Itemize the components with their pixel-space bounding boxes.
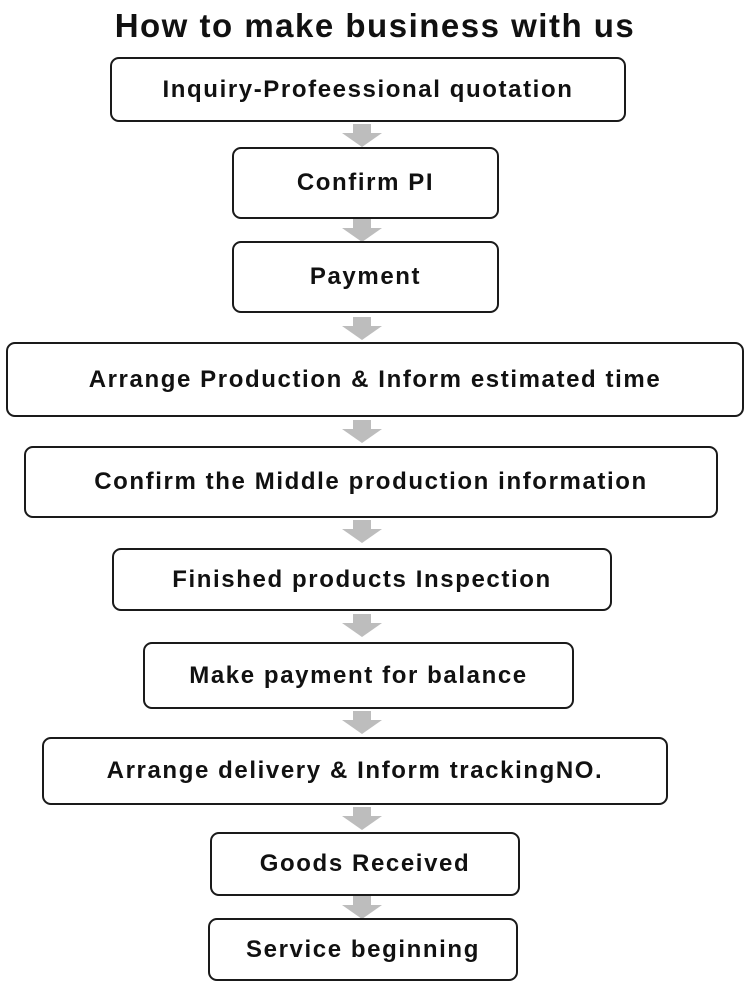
step-balance-payment: Make payment for balance xyxy=(143,642,574,709)
step-confirm-middle-production: Confirm the Middle production informatio… xyxy=(24,446,718,518)
step-service-beginning: Service beginning xyxy=(208,918,518,981)
page-title: How to make business with us xyxy=(114,7,636,44)
step-arrange-delivery: Arrange delivery & Inform trackingNO. xyxy=(42,737,668,805)
step-confirm-pi: Confirm PI xyxy=(232,147,499,219)
step-inquiry-quotation: Inquiry-Profeessional quotation xyxy=(110,57,626,122)
step-payment: Payment xyxy=(232,241,499,313)
step-inspection: Finished products Inspection xyxy=(112,548,612,611)
step-goods-received: Goods Received xyxy=(210,832,520,896)
step-arrange-production: Arrange Production & Inform estimated ti… xyxy=(6,342,744,417)
